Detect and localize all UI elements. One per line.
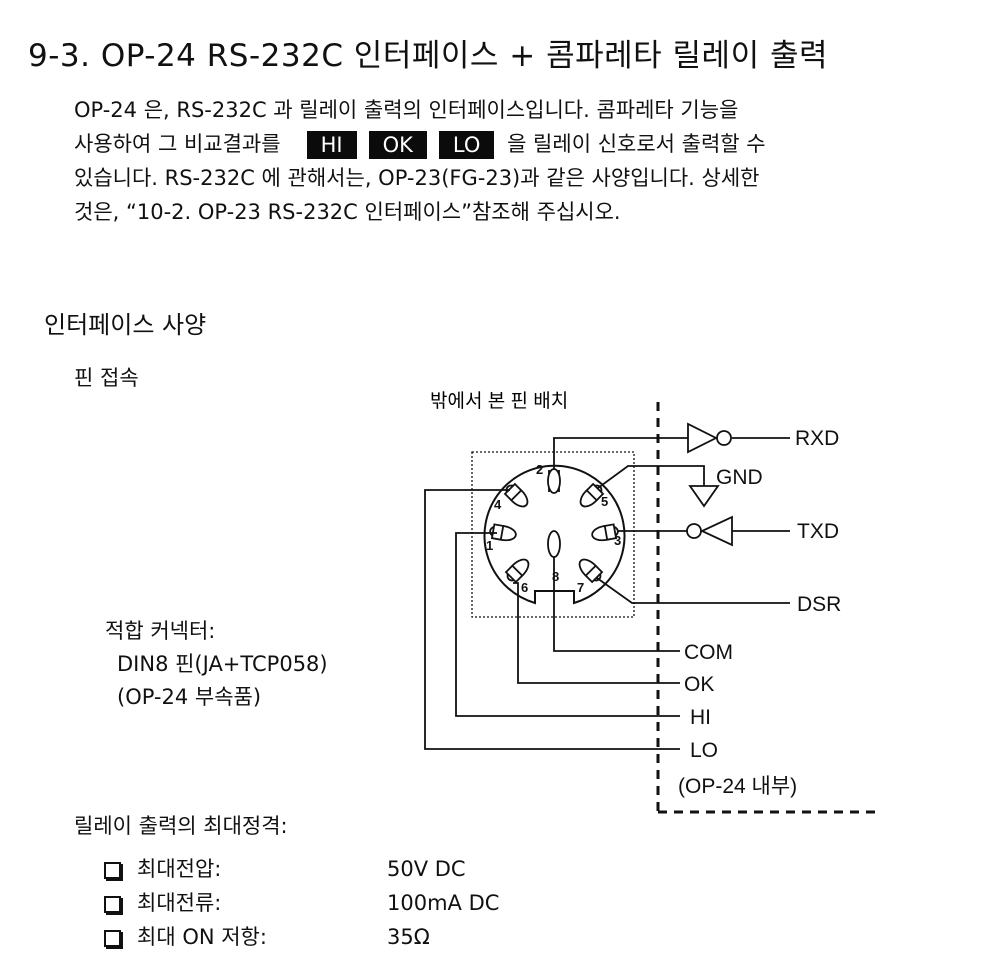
pin-8 [547,530,561,558]
spec-value: 100mA DC [387,891,500,915]
intro-line-3: 있습니다. RS-232C 에 관해서는, OP-23(FG-23)과 같은 사… [74,166,760,190]
page-title: 9-3. OP-24 RS-232C 인터페이스 + 콤파레타 릴레이 출력 [28,38,828,74]
pin-number: 4 [494,497,502,512]
relay-heading: 릴레이 출력의 최대정격: [74,814,288,838]
checkbox-icon [104,895,121,913]
pin-number: 6 [521,580,528,595]
pin-number: 7 [577,580,584,595]
hi-tag: HI [306,131,357,159]
checkbox-icon [104,861,121,879]
ok-tag: OK [368,131,427,159]
signal-hi: HI [690,706,711,729]
pin-number: 5 [601,494,608,509]
internal-label: (OP-24 내부) [678,775,797,798]
signal-lo: LO [690,739,718,762]
checkbox-icon [104,929,121,947]
connector-model: DIN8 핀(JA+TCP058) [117,652,328,676]
spec-row: 최대전압: 50V DC [104,852,499,886]
spec-value: 35Ω [387,925,430,949]
ground-icon [688,485,720,508]
spec-row: 최대 ON 저항: 35Ω [104,920,499,954]
signal-gnd: GND [716,466,763,489]
internal-boundary [656,402,875,814]
section-title: 인터페이스 사양 [44,311,207,339]
pin-6 [504,558,530,584]
intro-line-1: OP-24 은, RS-232C 과 릴레이 출력의 인터페이스입니다. 콤파레… [74,98,739,122]
pin-7 [578,558,604,584]
signal-com: COM [684,641,733,664]
pin-number: 2 [536,462,543,477]
wires [424,437,790,750]
pin-1 [489,523,517,542]
signal-ok: OK [684,673,714,696]
txd-buffer-icon [686,515,733,547]
spec-row: 최대전류: 100mA DC [104,886,499,920]
pin-number: 1 [486,538,493,553]
pin-number: 8 [552,569,559,584]
intro-line-4: 것은, “10-2. OP-23 RS-232C 인터페이스”참조해 주십시오. [74,200,621,224]
intro-line-2: 사용하여 그 비교결과를 HI OK LO 을 릴레이 신호로서 출력할 수 [74,127,984,161]
connector-info: 적합 커넥터: DIN8 핀(JA+TCP058) (OP-24 부속품) [105,615,328,714]
pin-3 [591,523,619,542]
pin-4 [503,482,529,508]
view-label: 밖에서 본 핀 배치 [430,390,568,412]
spec-label: 최대 ON 저항: [137,925,267,949]
spec-label: 최대전류: [137,891,222,915]
signal-dsr: DSR [797,593,841,616]
rxd-buffer-icon [687,422,732,454]
lo-tag: LO [438,131,495,159]
connector-label: 적합 커넥터: [105,619,216,643]
din-connector [483,464,626,605]
spec-label: 최대전압: [137,857,222,881]
signal-txd: TXD [797,520,839,543]
pin-2 [547,468,561,494]
pin-5 [579,482,605,508]
pin-number: 3 [614,533,621,548]
pin-heading: 핀 접속 [74,366,139,390]
intro-line-2-pre: 사용하여 그 비교결과를 [74,132,281,156]
signal-rxd: RXD [795,427,839,450]
intro-paragraph: OP-24 은, RS-232C 과 릴레이 출력의 인터페이스입니다. 콤파레… [74,93,984,229]
intro-line-2-post: 을 릴레이 신호로서 출력할 수 [507,132,766,156]
connector-frame [471,451,635,618]
connector-note: (OP-24 부속품) [117,685,262,709]
relay-spec-list: 최대전압: 50V DC 최대전류: 100mA DC 최대 ON 저항: 35… [104,852,499,954]
spec-value: 50V DC [387,857,466,881]
